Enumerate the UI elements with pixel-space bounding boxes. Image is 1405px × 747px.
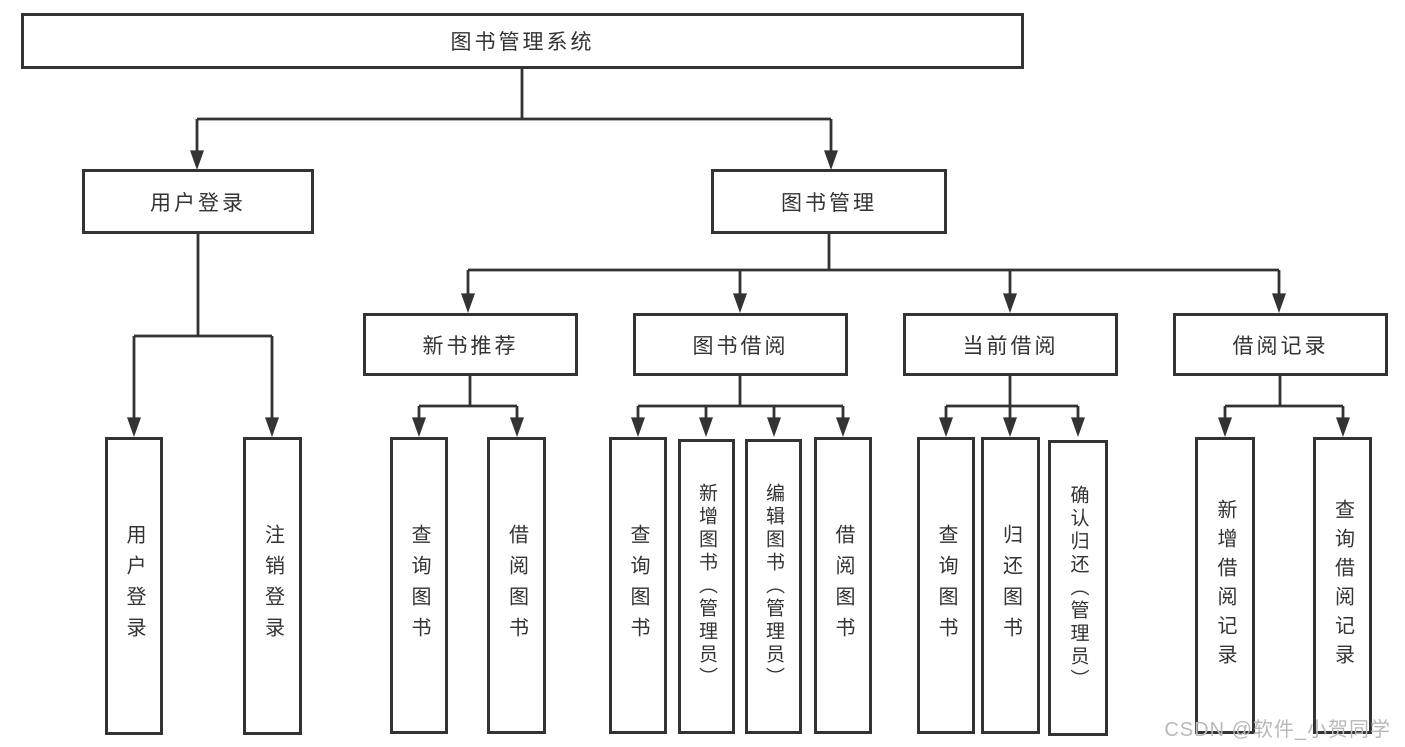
node-book-management: 图书管理 [711, 169, 947, 234]
leaf-add-borrow-record-label: 新增借阅记录 [1214, 498, 1236, 673]
watermark: CSDN @软件_小贺同学 [1164, 719, 1391, 741]
leaf-add-books-admin-label: 新增图书（管理员） [696, 483, 717, 690]
leaf-query-borrow-record: 查询借阅记录 [1313, 437, 1372, 734]
leaf-confirm-return-admin: 确认归还（管理员） [1048, 440, 1108, 736]
leaf-recommend-borrow-books-label: 借阅图书 [505, 523, 528, 648]
leaf-edit-books-admin: 编辑图书（管理员） [745, 439, 802, 734]
leaf-return-books: 归还图书 [981, 437, 1040, 734]
leaf-user-login-label: 用户登录 [123, 524, 145, 648]
leaf-current-query-books: 查询图书 [917, 437, 975, 734]
leaf-confirm-return-admin-label: 确认归还（管理员） [1067, 484, 1089, 692]
leaf-borrow-query-books-label: 查询图书 [627, 523, 649, 648]
node-book-borrow: 图书借阅 [633, 313, 848, 376]
leaf-recommend-query-books: 查询图书 [390, 437, 448, 734]
leaf-user-login: 用户登录 [105, 437, 163, 735]
leaf-recommend-borrow-books: 借阅图书 [487, 437, 546, 734]
leaf-return-books-label: 归还图书 [999, 523, 1022, 648]
leaf-add-borrow-record: 新增借阅记录 [1195, 437, 1255, 734]
node-current-borrow: 当前借阅 [903, 313, 1118, 376]
leaf-add-books-admin: 新增图书（管理员） [678, 439, 735, 734]
leaf-current-query-books-label: 查询图书 [935, 523, 957, 648]
leaf-recommend-query-books-label: 查询图书 [408, 523, 430, 648]
node-root-system: 图书管理系统 [21, 13, 1024, 69]
leaf-query-borrow-record-label: 查询借阅记录 [1331, 498, 1354, 673]
leaf-edit-books-admin-label: 编辑图书（管理员） [763, 483, 784, 690]
node-user-login: 用户登录 [82, 169, 314, 234]
leaf-borrow-query-books: 查询图书 [609, 437, 667, 734]
leaf-borrow-books: 借阅图书 [814, 437, 872, 734]
leaf-borrow-books-label: 借阅图书 [832, 523, 854, 648]
leaf-logout-label: 注销登录 [261, 524, 284, 648]
node-new-book-recommend: 新书推荐 [363, 313, 578, 376]
leaf-logout: 注销登录 [243, 437, 302, 735]
node-borrow-records: 借阅记录 [1173, 313, 1388, 376]
